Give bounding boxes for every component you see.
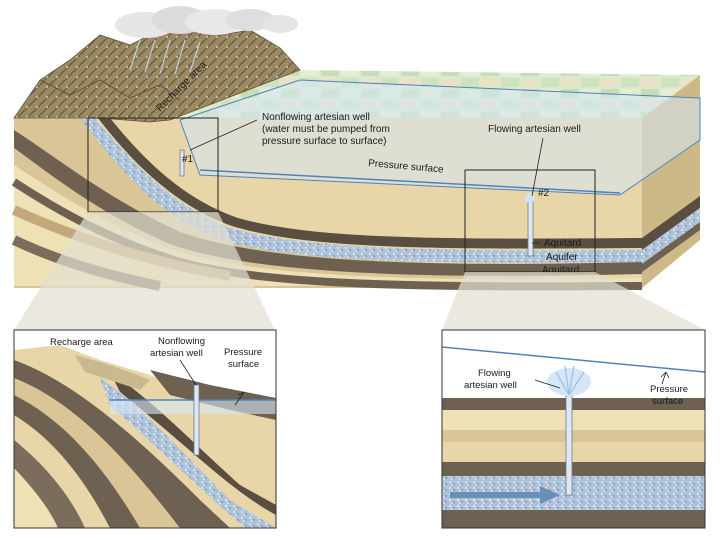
main-flowing-well-label: Flowing artesian well [488,124,581,135]
main-nonflowing-label-3: pressure surface to surface) [262,136,387,147]
cloud [115,6,298,38]
left-inset-nonflowing-label-2: artesian well [150,348,203,359]
right-inset-flowing-label-2: artesian well [464,380,517,391]
left-inset-recharge-label: Recharge area [50,337,114,348]
right-inset-fountain [547,365,591,396]
rain-streaks [129,39,201,75]
well-2-fountain [525,193,535,203]
right-inset-well [565,394,573,496]
aquitard-top-label: Aquitard [544,238,581,249]
main-nonflowing-label-2: (water must be pumped from [262,124,390,135]
right-inset-flowing-label-1: Flowing [478,368,511,379]
pressure-surface-plane [179,79,701,196]
well-2 [527,199,534,257]
right-inset-connector [442,272,705,330]
right-inset-pressure-label-2: surface [652,396,683,407]
right-inset-panel: Flowing artesian well Pressure surface [441,329,706,529]
left-inset-aquifer [100,378,276,528]
main-nonflowing-label-1: Nonflowing artesian well [262,112,370,123]
well-1-label: #1 [182,154,194,165]
left-inset-connector [14,212,275,330]
left-inset-pressure-label-1: Pressure [224,347,262,358]
left-inset-pressure-label-2: surface [228,359,259,370]
aquitard-bottom-label: Aquitard [542,265,579,276]
left-inset-well [193,384,200,456]
well-2-label: #2 [538,188,550,199]
aquifer-label: Aquifer [546,252,578,263]
right-inset-pressure-label-1: Pressure [650,384,688,395]
left-inset-nonflowing-label-1: Nonflowing [158,336,205,347]
well-1 [179,149,185,177]
left-inset-panel: Recharge area Nonflowing artesian well P… [13,329,277,529]
